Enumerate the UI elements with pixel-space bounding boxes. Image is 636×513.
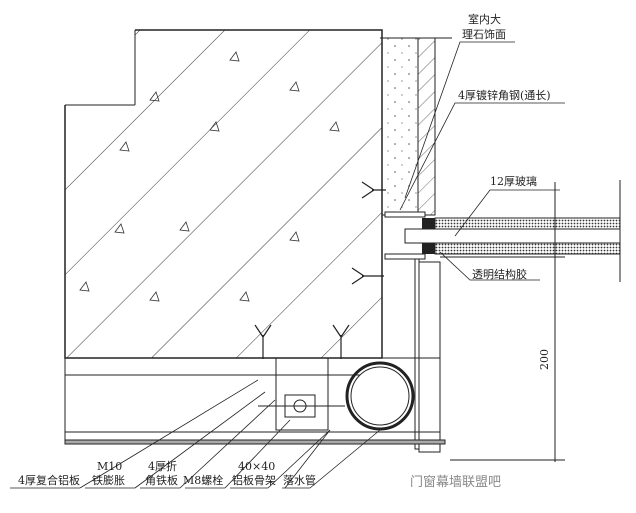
dimension-label: 200 — [538, 349, 551, 370]
glass-panel — [404, 180, 621, 282]
label-frame-1: 40×40 — [238, 460, 275, 473]
concrete-slab — [64, 29, 383, 359]
leader-lines — [10, 41, 565, 489]
label-frame-2: 铝板骨架 — [232, 473, 276, 487]
dimension-line — [440, 182, 565, 462]
drain-pipe — [345, 361, 415, 431]
label-glass: 12厚玻璃 — [490, 174, 537, 188]
label-angle-steel: 4厚镀锌角钢(通长) — [458, 88, 551, 102]
label-bent-plate-1: 4厚折 — [148, 459, 177, 473]
label-drain-pipe: 落水管 — [283, 473, 316, 487]
marble-facing — [380, 37, 452, 216]
expansion-anchors — [254, 181, 386, 359]
label-composite-panel: 4厚复合铝板 — [18, 473, 80, 487]
label-anchor-2: 铁膨胀 — [92, 473, 125, 487]
watermark: 门窗幕墙联盟吧 — [410, 474, 501, 490]
label-marble-2: 理石饰面 — [462, 27, 506, 41]
label-bent-plate-2: 角铁板 — [145, 473, 178, 487]
label-sealant: 透明结构胶 — [472, 267, 527, 281]
angle-steel — [384, 211, 441, 453]
composite-panel — [64, 357, 446, 445]
label-anchor-1: M10 — [97, 460, 122, 473]
label-marble-1: 室内大 — [468, 12, 501, 26]
label-bolt: M8螺栓 — [183, 473, 223, 487]
